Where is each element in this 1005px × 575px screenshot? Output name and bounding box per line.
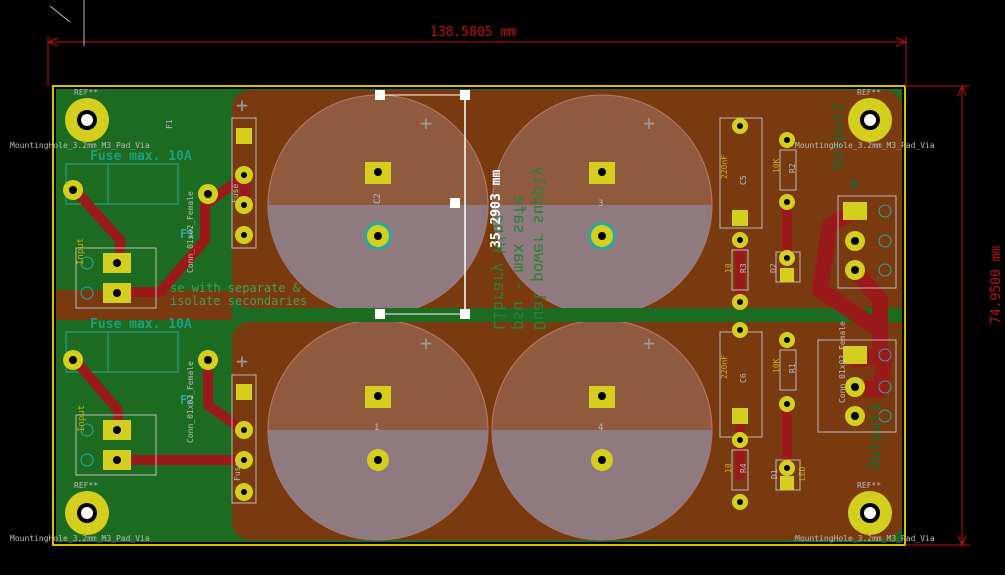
led-label: LED xyxy=(798,466,807,481)
led-d2[interactable]: D2 xyxy=(769,250,801,283)
j2-conn-label: Conn_01x02_Female xyxy=(186,361,195,443)
handle-bottom-left[interactable] xyxy=(375,309,385,319)
input-label-2: Input xyxy=(77,405,87,432)
input-connector-j2[interactable]: Input Conn_01x02_Female xyxy=(75,361,195,476)
r2-value: 10K xyxy=(772,158,781,173)
output2-label: Output2 xyxy=(828,103,847,170)
mounting-hole-label-br: MountingHole_3.2mm_M3_Pad_Via xyxy=(795,534,935,543)
selected-dimension-label: 35.2903 mm xyxy=(489,170,504,248)
output-connector-1[interactable]: Output1 Conn_01x03_Female xyxy=(817,321,897,470)
note-line-1: se with separate & xyxy=(170,281,301,295)
plus-mark-bottom: + xyxy=(236,349,248,373)
crosshair-diagonal xyxy=(49,5,71,23)
r4-ref: R4 xyxy=(739,463,748,473)
svg-text:Library Wins: Library Wins xyxy=(490,214,509,330)
input-connector-j1[interactable]: Input Conn_01x02_Female xyxy=(75,191,195,309)
resistor-r1[interactable]: R1 10K xyxy=(772,332,797,412)
c1-label: 1 xyxy=(374,423,379,433)
c6-value: 220nF xyxy=(720,355,729,379)
width-label: 138.5805 mm xyxy=(430,25,516,40)
f2-fuse-text: Fuse max. 10A xyxy=(90,317,192,332)
resistor-r2[interactable]: R2 10K xyxy=(772,132,797,210)
handle-top-right[interactable] xyxy=(460,90,470,100)
r1-value: 10K xyxy=(772,358,781,373)
resistor-r4[interactable]: R4 10 xyxy=(724,432,749,510)
input-label-1: Input xyxy=(76,238,86,265)
plus-mark-top: + xyxy=(236,93,248,117)
mounting-hole-label-tr: MountingHole_3.2mm_M3_Pad_Via xyxy=(795,141,935,150)
selected-dimension[interactable]: 35.2903 mm xyxy=(375,90,504,319)
d2-ref: D2 xyxy=(769,263,778,273)
capacitors[interactable]: C2 3 1 4 xyxy=(236,93,713,541)
mirrored-notes: Dual power supply psu - max safe Library… xyxy=(490,166,549,330)
r2-ref: R2 xyxy=(788,163,797,173)
led-d1[interactable]: D1 LED xyxy=(770,459,807,491)
r4-value: 10 xyxy=(724,463,733,473)
ground-band xyxy=(232,308,902,322)
fuse-holder-top[interactable]: Fuse xyxy=(63,117,257,249)
fuse-holder-bottom[interactable]: Fuse xyxy=(63,350,257,504)
note-line-2: isolate secondaries xyxy=(170,294,307,308)
c4-label: 4 xyxy=(598,423,603,433)
fuse-f2[interactable]: Fuse max. 10A F2 xyxy=(65,317,194,407)
capacitor-bottom-left[interactable]: 1 xyxy=(267,319,489,541)
plus-mark-c4: + xyxy=(643,331,655,355)
height-label: 74.9500 mm xyxy=(989,246,1004,324)
svg-text:REF**: REF** xyxy=(74,481,98,490)
mounting-hole-top-left[interactable]: REF** MountingHole_3.2mm_M3_Pad_Via xyxy=(10,88,150,150)
capacitor-top-left[interactable]: C2 xyxy=(267,94,489,316)
handle-bottom-right[interactable] xyxy=(460,309,470,319)
svg-text:Dual power supply: Dual power supply xyxy=(530,166,549,330)
svg-text:REF**: REF** xyxy=(74,88,98,97)
f1-fuse-text: Fuse max. 10A xyxy=(90,149,192,164)
resistor-r3[interactable]: R3 10 xyxy=(724,232,749,310)
c2-label: C2 xyxy=(373,193,383,204)
svg-text:psu - max safe: psu - max safe xyxy=(510,195,529,330)
output-connector-2[interactable]: Output2 + xyxy=(828,103,897,289)
dimension-height[interactable]: 74.9500 mm xyxy=(905,85,1004,546)
mounting-hole-top-right[interactable]: REF** MountingHole_3.2mm_M3_Pad_Via xyxy=(795,88,935,150)
r1-ref: R1 xyxy=(788,363,797,373)
plus-mark-c1: + xyxy=(420,331,432,355)
capacitor-top-right[interactable]: 3 xyxy=(491,94,713,316)
f2-ref: F2 xyxy=(180,393,194,407)
mounting-holes[interactable]: REF** MountingHole_3.2mm_M3_Pad_Via REF*… xyxy=(10,88,935,543)
d1-ref: D1 xyxy=(770,469,779,479)
mounting-hole-label-tl: MountingHole_3.2mm_M3_Pad_Via xyxy=(10,141,150,150)
fuse-f1[interactable]: Fuse max. 10A F1 F1 xyxy=(65,119,194,241)
svg-text:REF**: REF** xyxy=(857,88,881,97)
c6-ref: C6 xyxy=(739,373,748,383)
handle-middle[interactable] xyxy=(450,198,460,208)
plus-mark-c3: + xyxy=(643,111,655,135)
capacitor-bottom-right[interactable]: 4 xyxy=(491,319,713,541)
c5-ref: C5 xyxy=(739,175,748,185)
f1-ref: F1 xyxy=(180,227,194,241)
j1-conn-label: Conn_01x02_Female xyxy=(186,191,195,273)
mounting-hole-bottom-left[interactable]: REF** MountingHole_3.2mm_M3_Pad_Via xyxy=(10,481,150,543)
mounting-hole-bottom-right[interactable]: REF** MountingHole_3.2mm_M3_Pad_Via xyxy=(795,481,935,543)
c3-label: 3 xyxy=(598,199,603,209)
out-conn-label: Conn_01x03_Female xyxy=(838,321,847,403)
output-plus: + xyxy=(848,171,860,195)
c5-value: 220nF xyxy=(720,155,729,179)
svg-text:REF**: REF** xyxy=(857,481,881,490)
capacitor-c5[interactable]: 220nF C5 xyxy=(719,117,763,229)
f1-silk: F1 xyxy=(165,119,174,129)
capacitor-c6[interactable]: 220nF C6 xyxy=(719,322,763,438)
board-edge xyxy=(52,85,906,546)
r3-ref: R3 xyxy=(739,263,748,273)
fuse-conn-label-bottom: Fuse xyxy=(233,462,242,481)
r3-value: 10 xyxy=(724,263,733,273)
dimension-width[interactable]: 138.5805 mm xyxy=(47,25,907,86)
mounting-hole-label-bl: MountingHole_3.2mm_M3_Pad_Via xyxy=(10,534,150,543)
handle-top-left[interactable] xyxy=(375,90,385,100)
plus-mark-c2: + xyxy=(420,111,432,135)
output1-label: Output1 xyxy=(865,403,884,470)
fuse-conn-label-top: Fuse xyxy=(231,184,240,203)
